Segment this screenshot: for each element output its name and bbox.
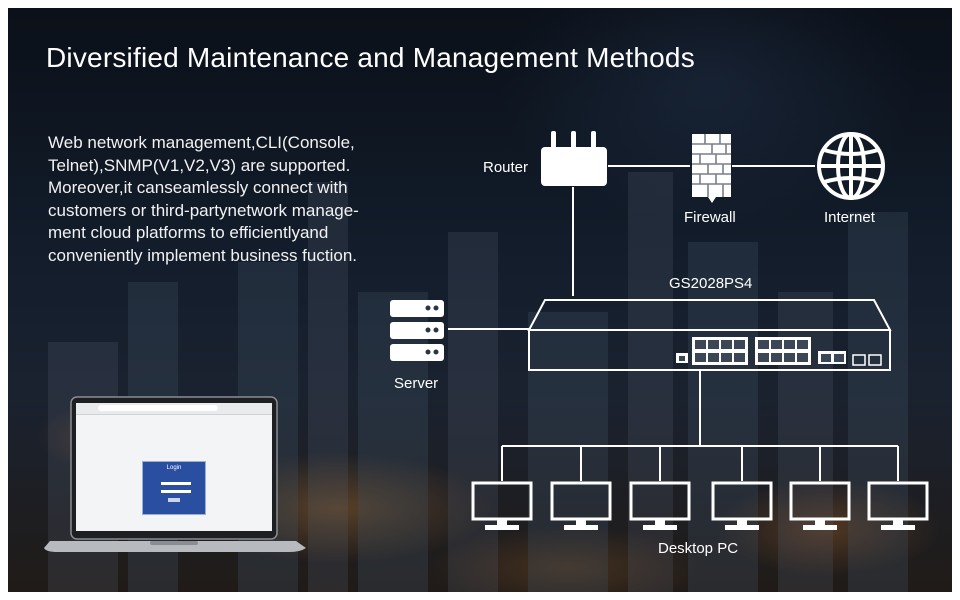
desktop-pc-group: [471, 481, 929, 530]
router-label: Router: [483, 159, 529, 176]
laptop-screen: Login: [76, 403, 272, 531]
internet-label: Internet: [824, 209, 875, 226]
desktop-pc-icon: [629, 481, 691, 530]
desktop-label: Desktop PC: [658, 540, 739, 557]
username-field: [161, 482, 191, 485]
desktop-pc-icon: [471, 481, 533, 530]
desktop-pc-icon: [789, 481, 851, 530]
desktop-pc-icon: [867, 481, 929, 530]
globe-icon: [817, 132, 885, 200]
login-panel: Login: [142, 461, 206, 515]
login-button: [168, 498, 180, 502]
password-field: [161, 490, 191, 493]
switch-label: GS2028PS4: [669, 275, 753, 292]
server-icon: [390, 300, 444, 361]
desktop-pc-icon: [711, 481, 773, 530]
login-title: Login: [166, 465, 182, 471]
router-icon: [541, 131, 607, 186]
browser-toolbar: [76, 403, 272, 415]
server-label: Server: [394, 375, 439, 392]
desktop-pc-icon: [550, 481, 612, 530]
description-text: Web network management,CLI(Console, Teln…: [48, 133, 359, 265]
firewall-icon: [692, 134, 731, 203]
switch-icon: [527, 299, 892, 371]
browser-address-bar: [98, 405, 218, 411]
page-title: Diversified Maintenance and Management M…: [46, 42, 695, 73]
firewall-label: Firewall: [684, 209, 736, 226]
